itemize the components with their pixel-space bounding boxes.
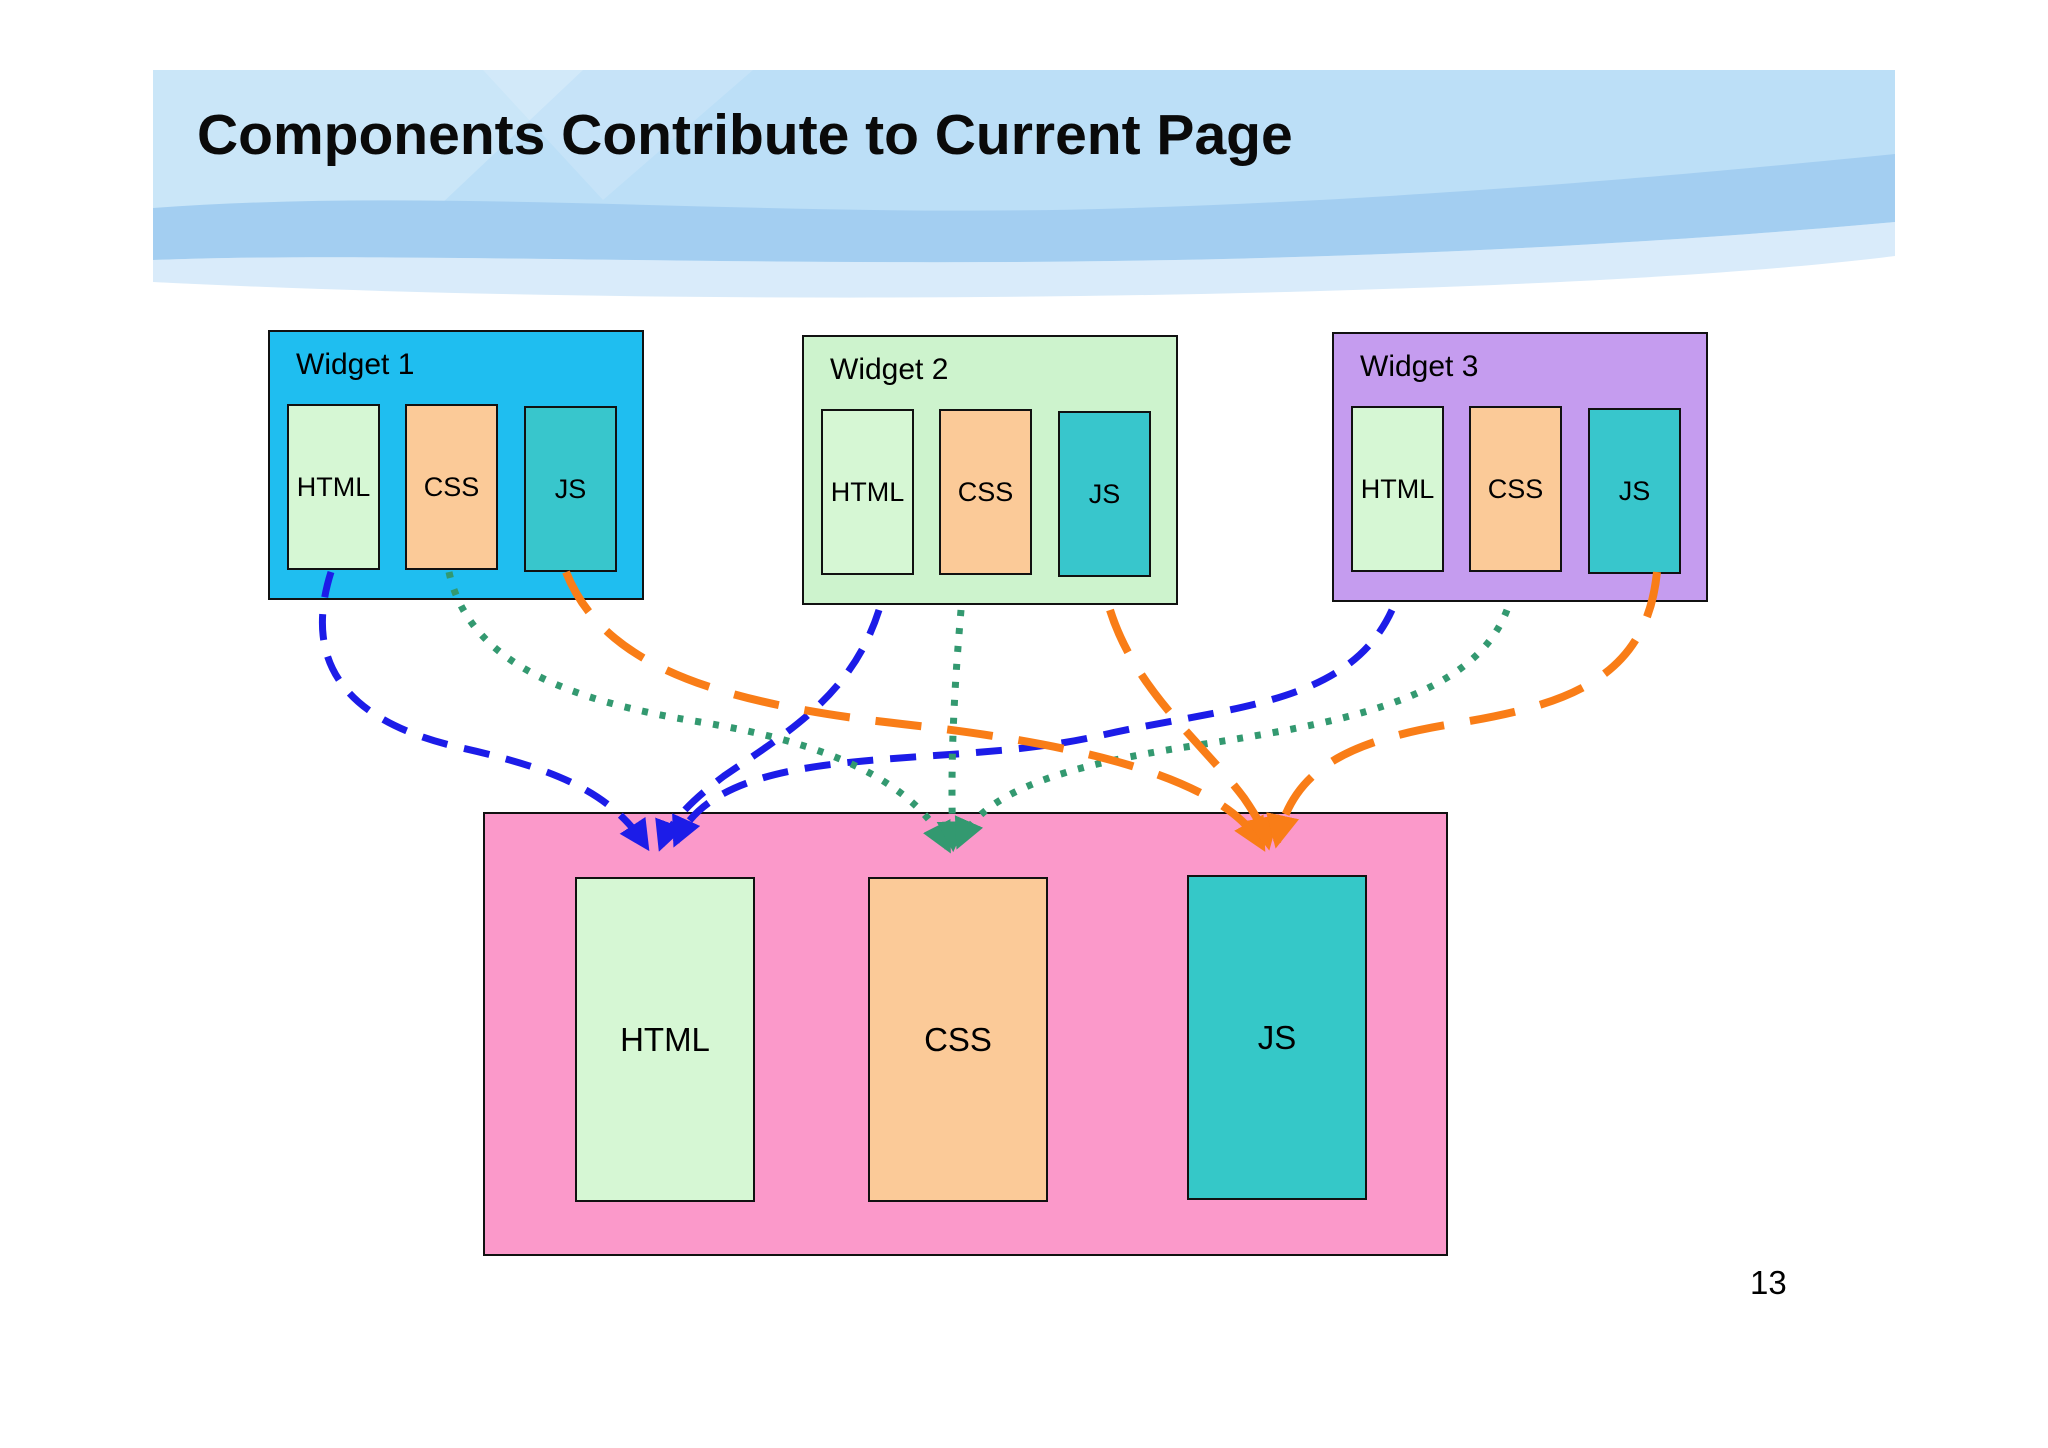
widget-1-css-box: CSS: [405, 404, 498, 570]
widget-3-label: Widget 3: [1360, 350, 1479, 383]
widget-1-html-box: HTML: [287, 404, 380, 570]
widget-2-html-box: HTML: [821, 409, 914, 575]
page-js-label: JS: [1257, 1018, 1297, 1056]
widget-2-label: Widget 2: [830, 353, 949, 386]
widget-1-css-label: CSS: [423, 471, 480, 502]
widget-3-css-box: CSS: [1469, 406, 1562, 572]
widget-3-js-box: JS: [1588, 408, 1681, 574]
arrow-widget3-html-to-page: [672, 608, 1396, 848]
page-js-box: JS: [1187, 875, 1367, 1200]
widget-3-css-label: CSS: [1487, 473, 1544, 504]
arrow-widget3-css-to-page: [954, 608, 1511, 850]
page-html-box: HTML: [575, 877, 755, 1202]
widget-1-label: Widget 1: [296, 348, 415, 381]
widget-2-js-box: JS: [1058, 411, 1151, 577]
widget-2-html-label: HTML: [830, 476, 905, 507]
widget-3-html-box: HTML: [1351, 406, 1444, 572]
page-html-label: HTML: [620, 1020, 710, 1058]
widget-3-html-label: HTML: [1360, 473, 1435, 504]
header-swoosh: [153, 70, 1895, 298]
page-number: 13: [1750, 1264, 1787, 1301]
widget-2-js-label: JS: [1088, 478, 1121, 509]
arrow-widget1-css-to-page: [445, 571, 952, 854]
arrow-widget2-js-to-page: [1106, 608, 1280, 851]
current-page-box: HTML CSS JS: [483, 812, 1448, 1256]
widget-1-js-box: JS: [524, 406, 617, 572]
widget-2-panel: Widget 2 HTML CSS JS: [802, 335, 1178, 605]
arrow-widget3-js-to-page: [1266, 571, 1661, 849]
widget-1-html-label: HTML: [296, 471, 371, 502]
widget-2-css-label: CSS: [957, 476, 1014, 507]
widget-3-panel: Widget 3 HTML CSS JS: [1332, 332, 1708, 602]
widget-3-js-label: JS: [1618, 475, 1651, 506]
arrow-widget2-css-to-page: [936, 609, 968, 853]
arrow-widget1-js-to-page: [562, 570, 1266, 852]
arrow-widget2-html-to-page: [655, 608, 883, 852]
arrow-widget1-html-to-page: [319, 570, 650, 852]
widget-1-panel: Widget 1 HTML CSS JS: [268, 330, 644, 600]
widget-2-css-box: CSS: [939, 409, 1032, 575]
page-title: Components Contribute to Current Page: [197, 103, 1293, 167]
page-css-box: CSS: [868, 877, 1048, 1202]
page-css-label: CSS: [924, 1020, 992, 1058]
widget-1-js-label: JS: [554, 473, 587, 504]
